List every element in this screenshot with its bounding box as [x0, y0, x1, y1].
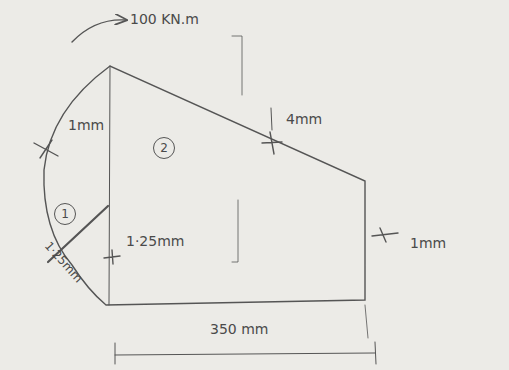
dimension-label: 1mm [66, 118, 106, 133]
callout-number: 1 [61, 208, 69, 220]
callout-circle: 2 [153, 137, 175, 159]
dimension-label: 4mm [284, 112, 324, 127]
dimension-label: 1·25mm [124, 234, 186, 249]
section-outline [44, 66, 365, 305]
moment-arrow [72, 20, 126, 42]
weld-mark [262, 132, 282, 154]
weld-mark [104, 250, 120, 264]
leader-line [271, 108, 272, 130]
extension-line [365, 305, 368, 338]
dimension-label: 350 mm [208, 322, 270, 337]
dimension-label: 100 KN.m [128, 12, 201, 27]
weld-mark [34, 140, 58, 158]
dimension-line [115, 353, 375, 355]
callout-number: 2 [160, 142, 168, 154]
dimension-tick [115, 343, 116, 364]
divider-line [109, 66, 110, 305]
bracket [232, 200, 238, 262]
dimension-label: 1mm [408, 236, 448, 251]
bracket [232, 36, 242, 95]
dimension-tick [375, 342, 376, 364]
callout-circle: 1 [54, 203, 76, 225]
weld-mark [372, 228, 398, 242]
